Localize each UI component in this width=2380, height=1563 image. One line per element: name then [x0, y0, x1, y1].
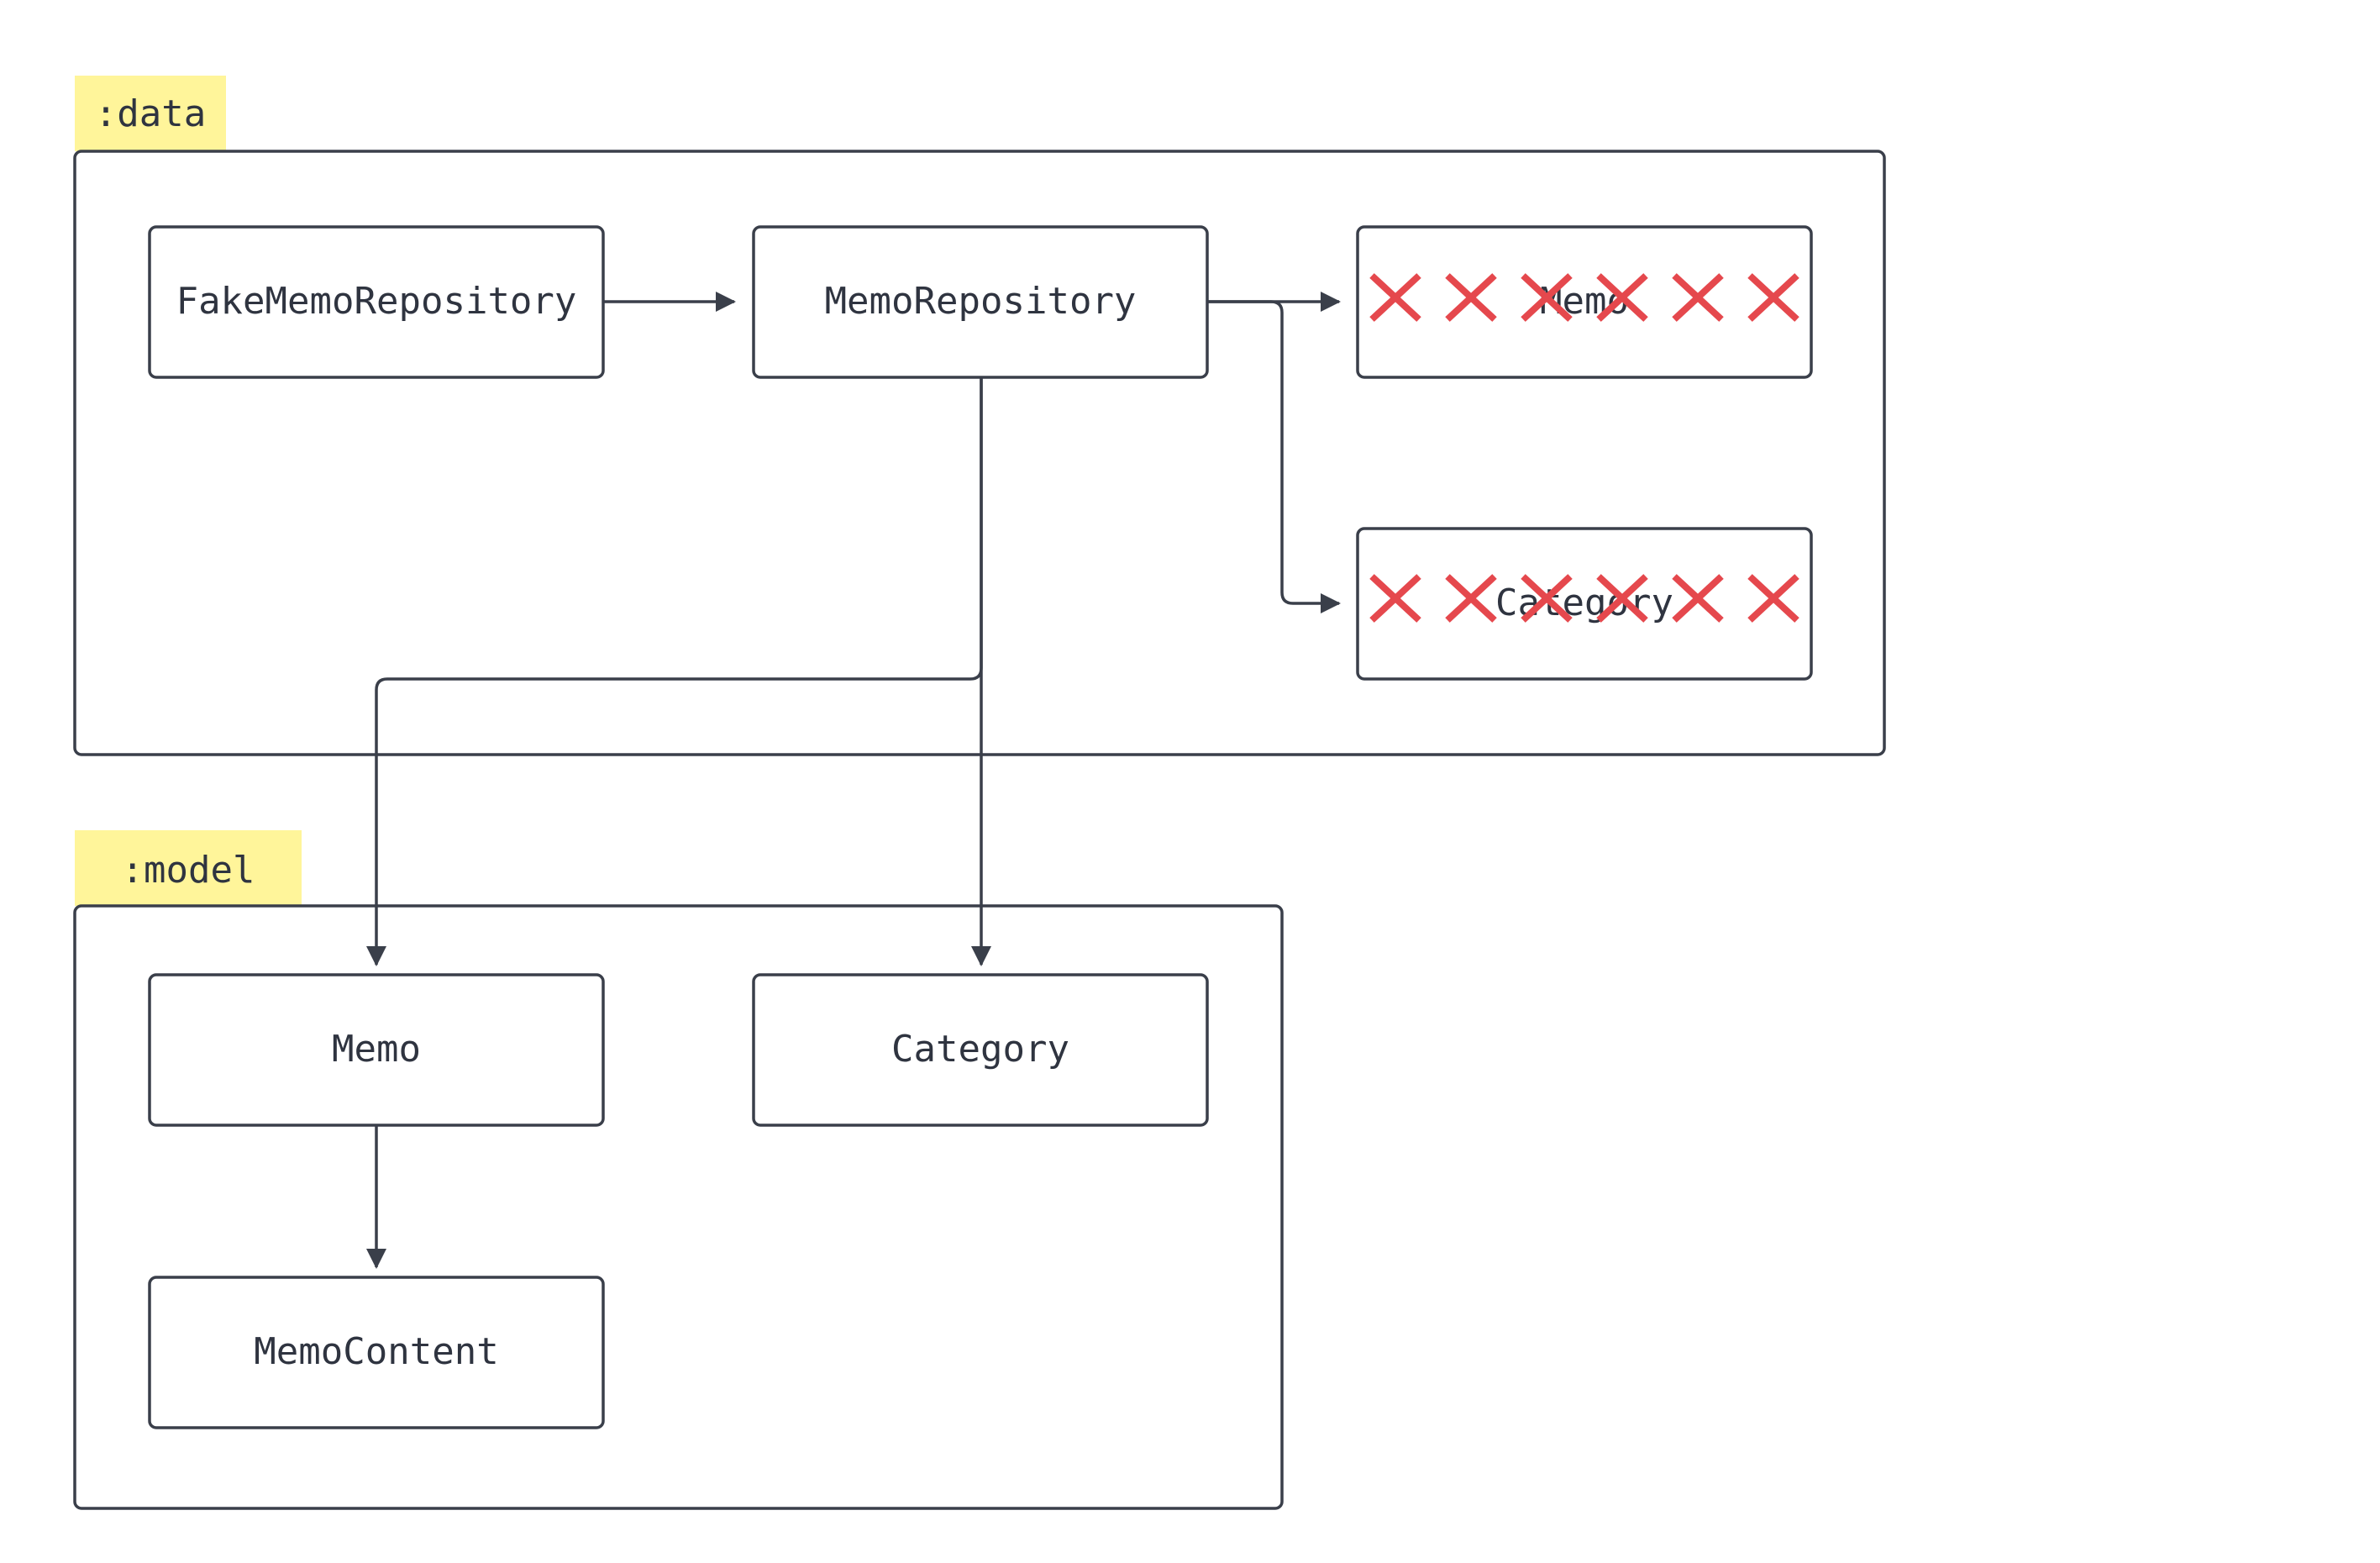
- cross-mark-icon: [1445, 574, 1497, 623]
- cross-mark-icon: [1747, 273, 1799, 322]
- edge-repository-to-data-category: [1207, 300, 1341, 613]
- data-memo-crossed-out: [1369, 273, 1799, 322]
- node-model-memo-label: Memo: [332, 1028, 421, 1071]
- group-data-label: :data: [95, 92, 206, 135]
- node-model-category: Category: [752, 973, 1209, 1127]
- node-fake-memo-repository: FakeMemoRepository: [148, 225, 605, 379]
- cross-mark-icon: [1596, 273, 1648, 322]
- cross-mark-icon: [1521, 574, 1573, 623]
- node-memo-content: MemoContent: [148, 1276, 605, 1429]
- node-data-memo: Memo: [1356, 225, 1813, 379]
- node-data-category: Category: [1356, 527, 1813, 681]
- cross-mark-icon: [1369, 574, 1421, 623]
- group-model-label-bg: [75, 830, 302, 906]
- cross-mark-icon: [1369, 273, 1421, 322]
- group-model-frame: [73, 904, 1284, 1510]
- node-memo-repository: MemoRepository: [752, 225, 1209, 379]
- cross-mark-icon: [1672, 273, 1724, 322]
- group-model-label: :model: [122, 849, 255, 892]
- cross-mark-icon: [1672, 574, 1724, 623]
- node-model-category-label: Category: [891, 1028, 1069, 1071]
- node-memo-content-label: MemoContent: [254, 1330, 498, 1373]
- cross-mark-icon: [1445, 273, 1497, 322]
- node-fake-memo-repository-label: FakeMemoRepository: [176, 280, 577, 323]
- group-data-frame: [73, 150, 1886, 756]
- cross-mark-icon: [1747, 574, 1799, 623]
- group-data-label-bg: [75, 76, 226, 151]
- group-model: :model: [73, 830, 1284, 1510]
- cross-mark-icon: [1521, 273, 1573, 322]
- group-data: :data: [73, 76, 1886, 756]
- cross-mark-icon: [1596, 574, 1648, 623]
- node-model-memo: Memo: [148, 973, 605, 1127]
- node-memo-repository-label: MemoRepository: [825, 280, 1137, 323]
- edge-repository-to-model-memo: [366, 377, 983, 966]
- edges: [366, 292, 1341, 1269]
- data-category-crossed-out: [1369, 574, 1799, 623]
